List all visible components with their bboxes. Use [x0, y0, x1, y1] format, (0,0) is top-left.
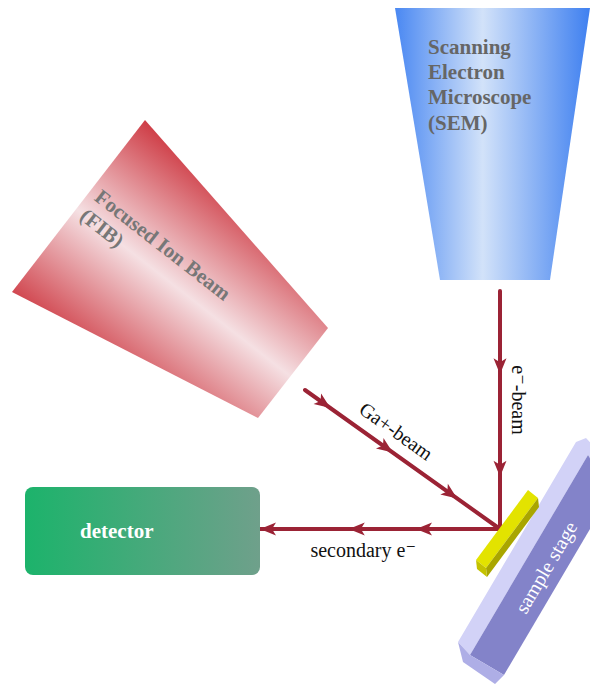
- sample-stage-outline: [455, 436, 590, 684]
- fib-column: Focused Ion Beam (FIB): [12, 120, 330, 420]
- sample-stage: sample stage: [455, 436, 590, 684]
- detector-box: detector: [25, 487, 260, 575]
- sample-top: [476, 490, 538, 568]
- arrow-head: [416, 523, 432, 536]
- stage-front-face: [470, 455, 590, 675]
- beam-label: secondary e⁻: [310, 539, 416, 561]
- sem-column: Scanning Electron Microscope (SEM): [395, 8, 590, 283]
- detector-shape: [25, 487, 260, 575]
- sem-column-shape: [395, 8, 590, 280]
- arrow-head: [314, 393, 331, 408]
- sample-end: [476, 560, 487, 577]
- arrow-head: [349, 523, 365, 536]
- arrow-head: [260, 523, 276, 536]
- beam-connector: [494, 291, 507, 529]
- beam-label: e⁻-beam: [508, 366, 530, 435]
- sample-side: [486, 498, 539, 577]
- beam-line: [305, 390, 500, 529]
- beam-line: [260, 527, 500, 531]
- beam-connector: [305, 390, 500, 529]
- node-label: Scanning Electron Microscope (SEM): [428, 35, 531, 136]
- beam-connector: [260, 523, 500, 536]
- arrow-head: [494, 461, 507, 477]
- beam-line: [498, 291, 502, 529]
- fib-column-shape: [12, 120, 328, 418]
- arrow-head: [440, 484, 457, 499]
- node-label: detector: [80, 519, 153, 544]
- arrow-head: [494, 358, 507, 374]
- stage-end-face: [458, 642, 504, 684]
